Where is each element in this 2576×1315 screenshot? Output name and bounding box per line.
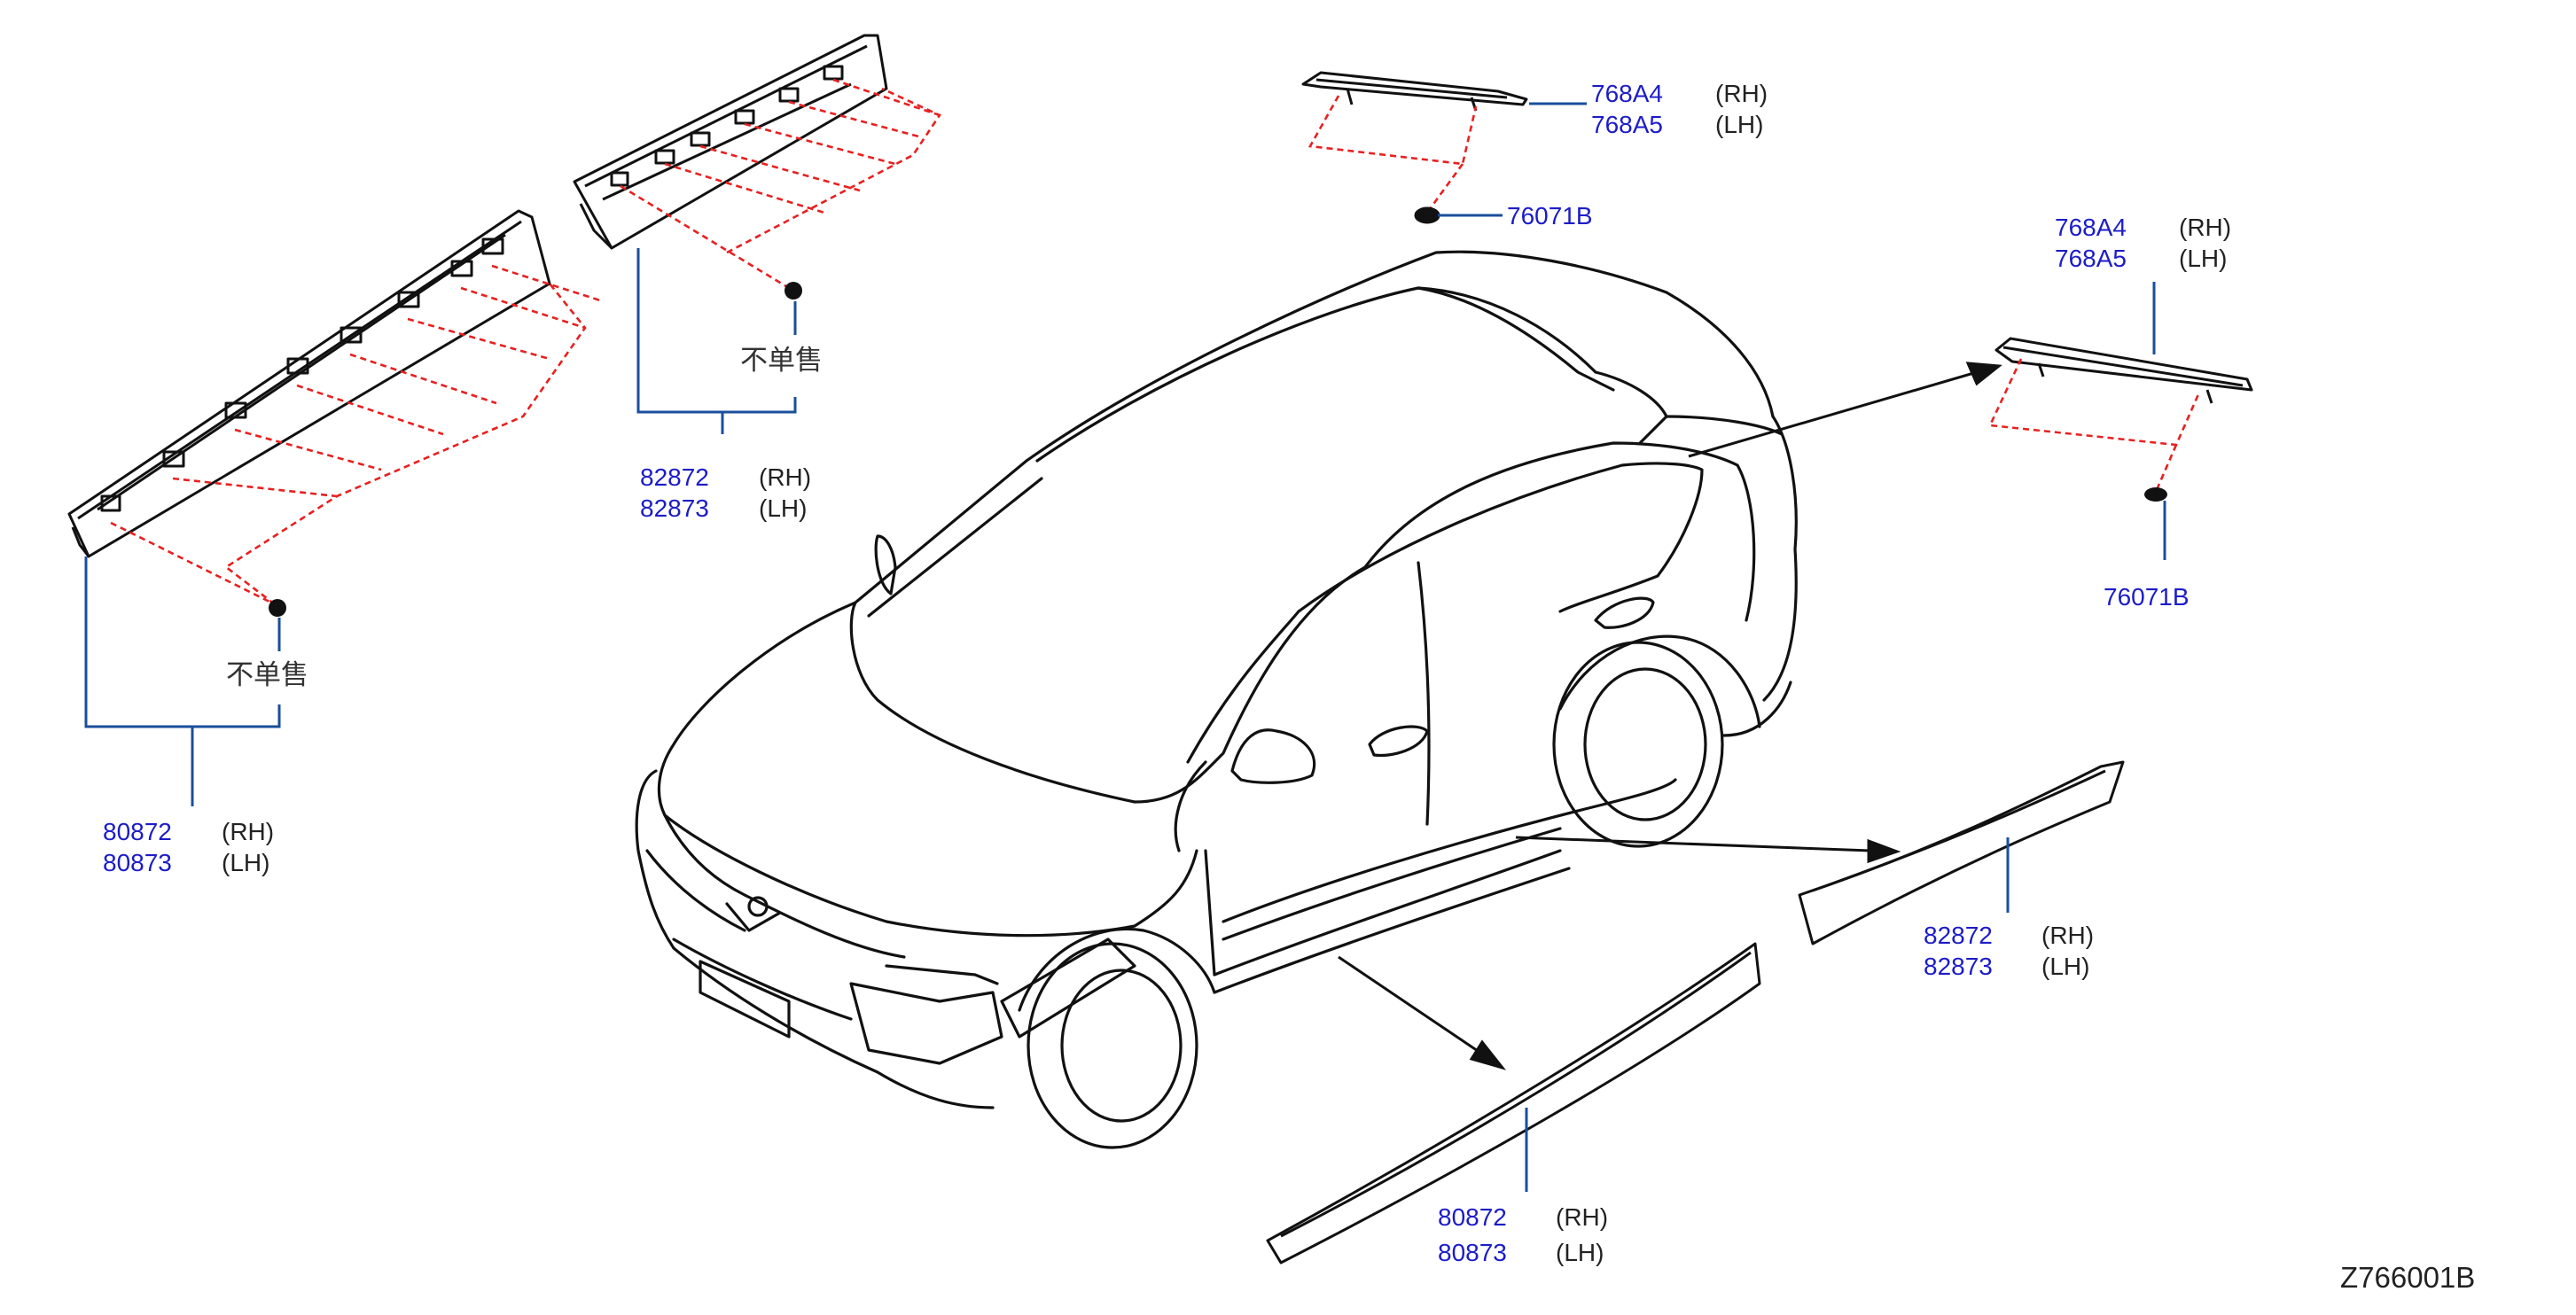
rear-sill-nut-icon [785, 282, 802, 300]
callout-arrows [1338, 362, 2002, 1070]
roof-molding-drawing [1301, 71, 1528, 112]
not-sold-separately-label: 不单售 [740, 345, 823, 377]
front-sill-nut-icon [269, 599, 286, 617]
side-label-lh: (LH) [222, 849, 270, 876]
right-molding-drawing [1994, 337, 2253, 404]
side-label-rh: (RH) [2179, 214, 2232, 241]
part-number-link[interactable]: 80873 [1438, 1239, 1507, 1266]
part-number-link[interactable]: 76071B [1507, 202, 1593, 230]
rear-sill-panel-drawing [573, 34, 888, 250]
right-molding-dashed-lines [1988, 358, 2200, 493]
part-number-link[interactable]: 82873 [640, 494, 709, 522]
side-label-lh: (LH) [1715, 111, 1764, 138]
side-label-lh: (LH) [759, 494, 808, 522]
side-label-lh: (LH) [1556, 1239, 1604, 1266]
part-number-link[interactable]: 768A5 [2055, 245, 2127, 272]
front-sill-dashed-lines [110, 264, 604, 606]
side-label-rh: (RH) [1715, 80, 1768, 107]
part-number-link[interactable]: 80872 [1438, 1203, 1507, 1231]
rear-sill-dashed-lines [620, 78, 941, 290]
part-number-link[interactable]: 82872 [1924, 922, 1993, 949]
clip-top-icon [1414, 206, 1440, 224]
part-number-link[interactable]: 82873 [1924, 953, 1993, 980]
side-label-rh: (RH) [759, 463, 812, 491]
vehicle-outline [635, 250, 1798, 1149]
diagram-id: Z766001B [2340, 1261, 2476, 1294]
front-sill-panel-drawing [67, 209, 551, 558]
side-label-lh: (LH) [2041, 953, 2090, 980]
part-number-link[interactable]: 82872 [640, 463, 709, 491]
part-number-link[interactable]: 768A4 [2055, 214, 2127, 241]
leader-lines [84, 102, 2166, 1192]
part-number-link[interactable]: 76071B [2104, 583, 2190, 611]
part-number-link[interactable]: 768A5 [1591, 111, 1663, 138]
side-label-rh: (RH) [1556, 1203, 1609, 1231]
side-label-rh: (RH) [222, 818, 275, 845]
part-number-link[interactable]: 768A4 [1591, 80, 1663, 107]
right-sill-drawing [1798, 760, 2125, 945]
side-label-rh: (RH) [2041, 922, 2095, 949]
part-number-link[interactable]: 80873 [103, 849, 172, 876]
not-sold-separately-label: 不单售 [226, 659, 308, 691]
clip-right-icon [2144, 487, 2167, 502]
roof-molding-dashed-lines [1308, 95, 1478, 214]
bottom-sill-drawing [1266, 942, 1761, 1264]
part-number-link[interactable]: 80872 [103, 818, 172, 845]
side-label-lh: (LH) [2179, 245, 2228, 272]
